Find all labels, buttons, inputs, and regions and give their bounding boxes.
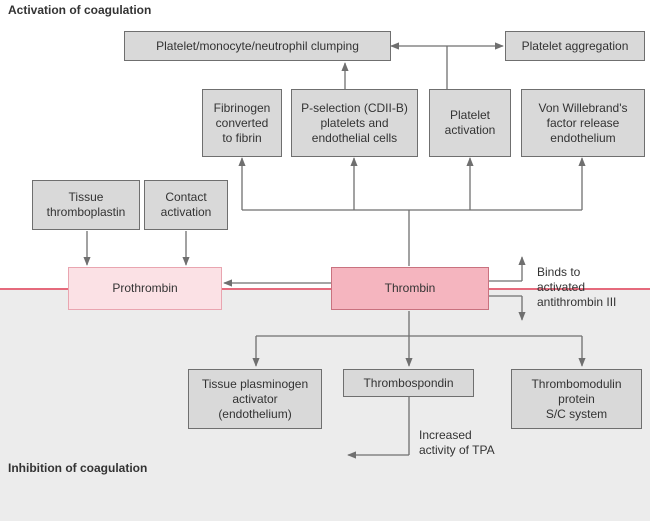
activation-title: Activation of coagulation xyxy=(8,3,152,17)
inhibition-title: Inhibition of coagulation xyxy=(8,461,148,475)
activation-inhibition-divider xyxy=(0,288,650,290)
box-von-willebrand: Von Willebrand's factor release endothel… xyxy=(521,89,645,157)
box-fibrinogen: Fibrinogen converted to fibrin xyxy=(202,89,282,157)
box-pselection: P-selection (CDII-B) platelets and endot… xyxy=(291,89,418,157)
box-clumping: Platelet/monocyte/neutrophil clumping xyxy=(124,31,391,61)
box-thrombospondin: Thrombospondin xyxy=(343,369,474,397)
binds-antithrombin-note: Binds to activated antithrombin III xyxy=(537,265,617,309)
box-prothrombin: Prothrombin xyxy=(68,267,222,310)
box-contact-activation: Contact activation xyxy=(144,180,228,230)
box-platelet-activation: Platelet activation xyxy=(429,89,511,157)
box-tissue-thromboplastin: Tissue thromboplastin xyxy=(32,180,140,230)
box-thrombin: Thrombin xyxy=(331,267,489,310)
box-thrombomodulin: Thrombomodulin protein S/C system xyxy=(511,369,642,429)
increased-tpa-note: Increased activity of TPA xyxy=(419,428,495,457)
box-platelet-aggregation: Platelet aggregation xyxy=(505,31,645,61)
box-tissue-plasminogen-activator: Tissue plasminogen activator (endotheliu… xyxy=(188,369,322,429)
